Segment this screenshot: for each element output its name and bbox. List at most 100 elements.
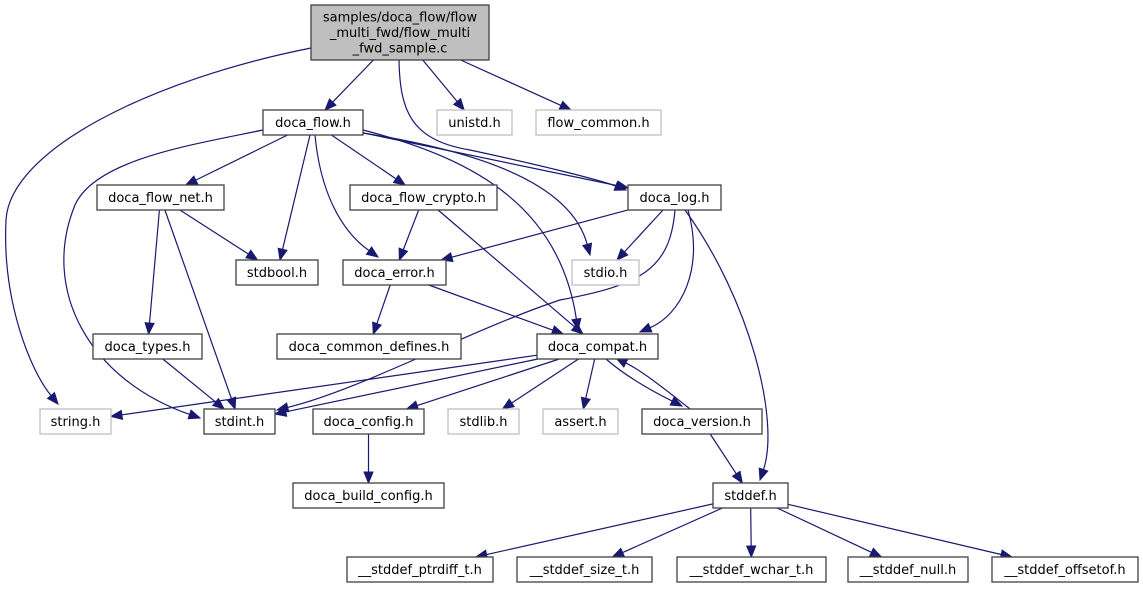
arrowhead-icon <box>398 247 409 262</box>
node-stdbool[interactable]: stdbool.h <box>235 259 319 286</box>
node-box <box>312 408 425 435</box>
edge-doca-flow-crypto-to-doca-error <box>398 209 420 262</box>
edge-doca-flow-net-to-doca-types <box>144 209 161 336</box>
node-label: stddef.h <box>724 489 776 504</box>
arrowhead-icon <box>144 322 155 336</box>
arrowhead-icon <box>616 247 629 261</box>
node-box <box>276 333 462 360</box>
edge-doca-compat-to-stdlib <box>501 358 579 410</box>
arrowhead-icon <box>580 396 591 411</box>
node-doca-flow[interactable]: doca_flow.h <box>262 109 364 136</box>
edge-doca-version-to-stddef <box>709 433 744 485</box>
arrowhead-icon <box>187 409 202 420</box>
node-flow-common: flow_common.h <box>535 109 662 136</box>
node-assert: assert.h <box>542 408 619 435</box>
nodes-layer: samples/doca_flow/flow_multi_fwd/flow_mu… <box>39 4 1139 583</box>
node-stdint[interactable]: stdint.h <box>203 408 276 435</box>
node-label: __stddef_wchar_t.h <box>689 563 814 578</box>
node-label: _fwd_sample.c <box>352 42 448 57</box>
arrowhead-icon <box>211 397 226 410</box>
edge-doca-flow-to-stdint <box>63 129 264 420</box>
node-box <box>262 109 364 136</box>
edge-root-to-doca-flow <box>324 59 374 111</box>
node-doca-types[interactable]: doca_types.h <box>92 333 203 360</box>
node-stddef-ptrdiff[interactable]: __stddef_ptrdiff_t.h <box>346 556 494 583</box>
node-stddef-size[interactable]: __stddef_size_t.h <box>516 556 653 583</box>
node-doca-error[interactable]: doca_error.h <box>342 259 447 286</box>
edge-doca-compat-to-assert <box>580 358 596 411</box>
edge-doca-flow-to-stdbool <box>277 134 311 262</box>
edge-root-to-string <box>5 47 312 406</box>
edge-stddef-to-stddef-wchar <box>745 507 757 559</box>
node-stddef-wchar[interactable]: __stddef_wchar_t.h <box>676 556 827 583</box>
edge-doca-log-to-doca-compat <box>638 209 695 333</box>
arrowhead-icon <box>611 547 626 558</box>
edge-doca-compat-to-doca-version <box>605 358 684 407</box>
edge-doca-log-to-doca-error <box>439 209 629 263</box>
arrowhead-icon <box>638 322 653 333</box>
arrowhead-icon <box>558 100 573 111</box>
node-doca-version[interactable]: doca_version.h <box>641 408 763 435</box>
node-label: samples/doca_flow/flow <box>323 11 478 26</box>
node-box <box>346 556 494 583</box>
node-label: assert.h <box>554 415 606 430</box>
node-label: __stddef_ptrdiff_t.h <box>357 563 482 578</box>
arrowhead-icon <box>758 467 769 482</box>
edge-doca-flow-to-doca-log <box>362 132 630 191</box>
node-label: stdbool.h <box>247 266 307 281</box>
edge-doca-flow-to-doca-flow-crypto <box>331 134 407 186</box>
node-box <box>235 259 319 286</box>
node-label: __stddef_size_t.h <box>529 563 640 578</box>
edge-doca-flow-to-stdio <box>362 132 593 257</box>
edges-layer <box>5 47 1014 560</box>
edge-doca-error-to-doca-common-defines <box>372 284 391 336</box>
edge-doca-flow-crypto-to-doca-compat <box>437 209 584 335</box>
edge-stddef-to-stddef-ptrdiff <box>474 503 714 560</box>
edge-stddef-to-stddef-size <box>611 507 723 558</box>
node-stdio: stdio.h <box>571 259 640 286</box>
node-unistd: unistd.h <box>436 109 513 136</box>
node-box <box>292 482 445 509</box>
arrowhead-icon <box>273 406 288 417</box>
arrowhead-icon <box>245 249 259 261</box>
arrowhead-icon <box>46 391 59 406</box>
node-stddef-null[interactable]: __stddef_null.h <box>847 556 969 583</box>
edge-doca-flow-net-to-stdbool <box>179 209 259 261</box>
node-doca-build-config[interactable]: doca_build_config.h <box>292 482 445 509</box>
node-label: stdlib.h <box>460 415 508 430</box>
node-stddef[interactable]: stddef.h <box>712 482 789 509</box>
node-label: __stddef_offsetof.h <box>1003 563 1125 578</box>
edge-doca-log-to-stdio <box>616 209 664 261</box>
arrowhead-icon <box>392 174 407 186</box>
node-stddef-offsetof[interactable]: __stddef_offsetof.h <box>991 556 1139 583</box>
arrowhead-icon <box>615 180 630 191</box>
node-label: doca_log.h <box>639 191 709 206</box>
node-doca-common-defines[interactable]: doca_common_defines.h <box>276 333 462 360</box>
node-doca-log[interactable]: doca_log.h <box>627 184 722 211</box>
node-doca-flow-crypto[interactable]: doca_flow_crypto.h <box>349 184 498 211</box>
node-label: doca_config.h <box>324 415 414 430</box>
node-box <box>39 408 112 435</box>
arrowhead-icon <box>501 398 515 410</box>
node-label: doca_version.h <box>653 415 751 430</box>
node-label: doca_common_defines.h <box>289 340 450 355</box>
node-doca-flow-net[interactable]: doca_flow_net.h <box>96 184 225 211</box>
node-doca-compat[interactable]: doca_compat.h <box>536 333 659 360</box>
arrowhead-icon <box>669 396 684 407</box>
node-root[interactable]: samples/doca_flow/flow_multi_fwd/flow_mu… <box>310 4 490 61</box>
edge-doca-compat-to-doca-config <box>405 358 560 411</box>
edge-doca-config-to-doca-build-config <box>363 434 374 485</box>
node-doca-config[interactable]: doca_config.h <box>312 408 425 435</box>
node-box <box>991 556 1139 583</box>
edge-root-to-flow-common <box>460 59 573 111</box>
node-box <box>847 556 969 583</box>
node-box <box>712 482 789 509</box>
node-label: flow_common.h <box>547 116 649 131</box>
edge-doca-log-to-stddef <box>684 209 769 482</box>
node-box <box>310 4 490 61</box>
node-label: stdint.h <box>215 415 264 430</box>
arrowhead-icon <box>363 471 374 485</box>
node-box <box>571 259 640 286</box>
edge-doca-flow-net-to-stdint <box>164 209 237 411</box>
